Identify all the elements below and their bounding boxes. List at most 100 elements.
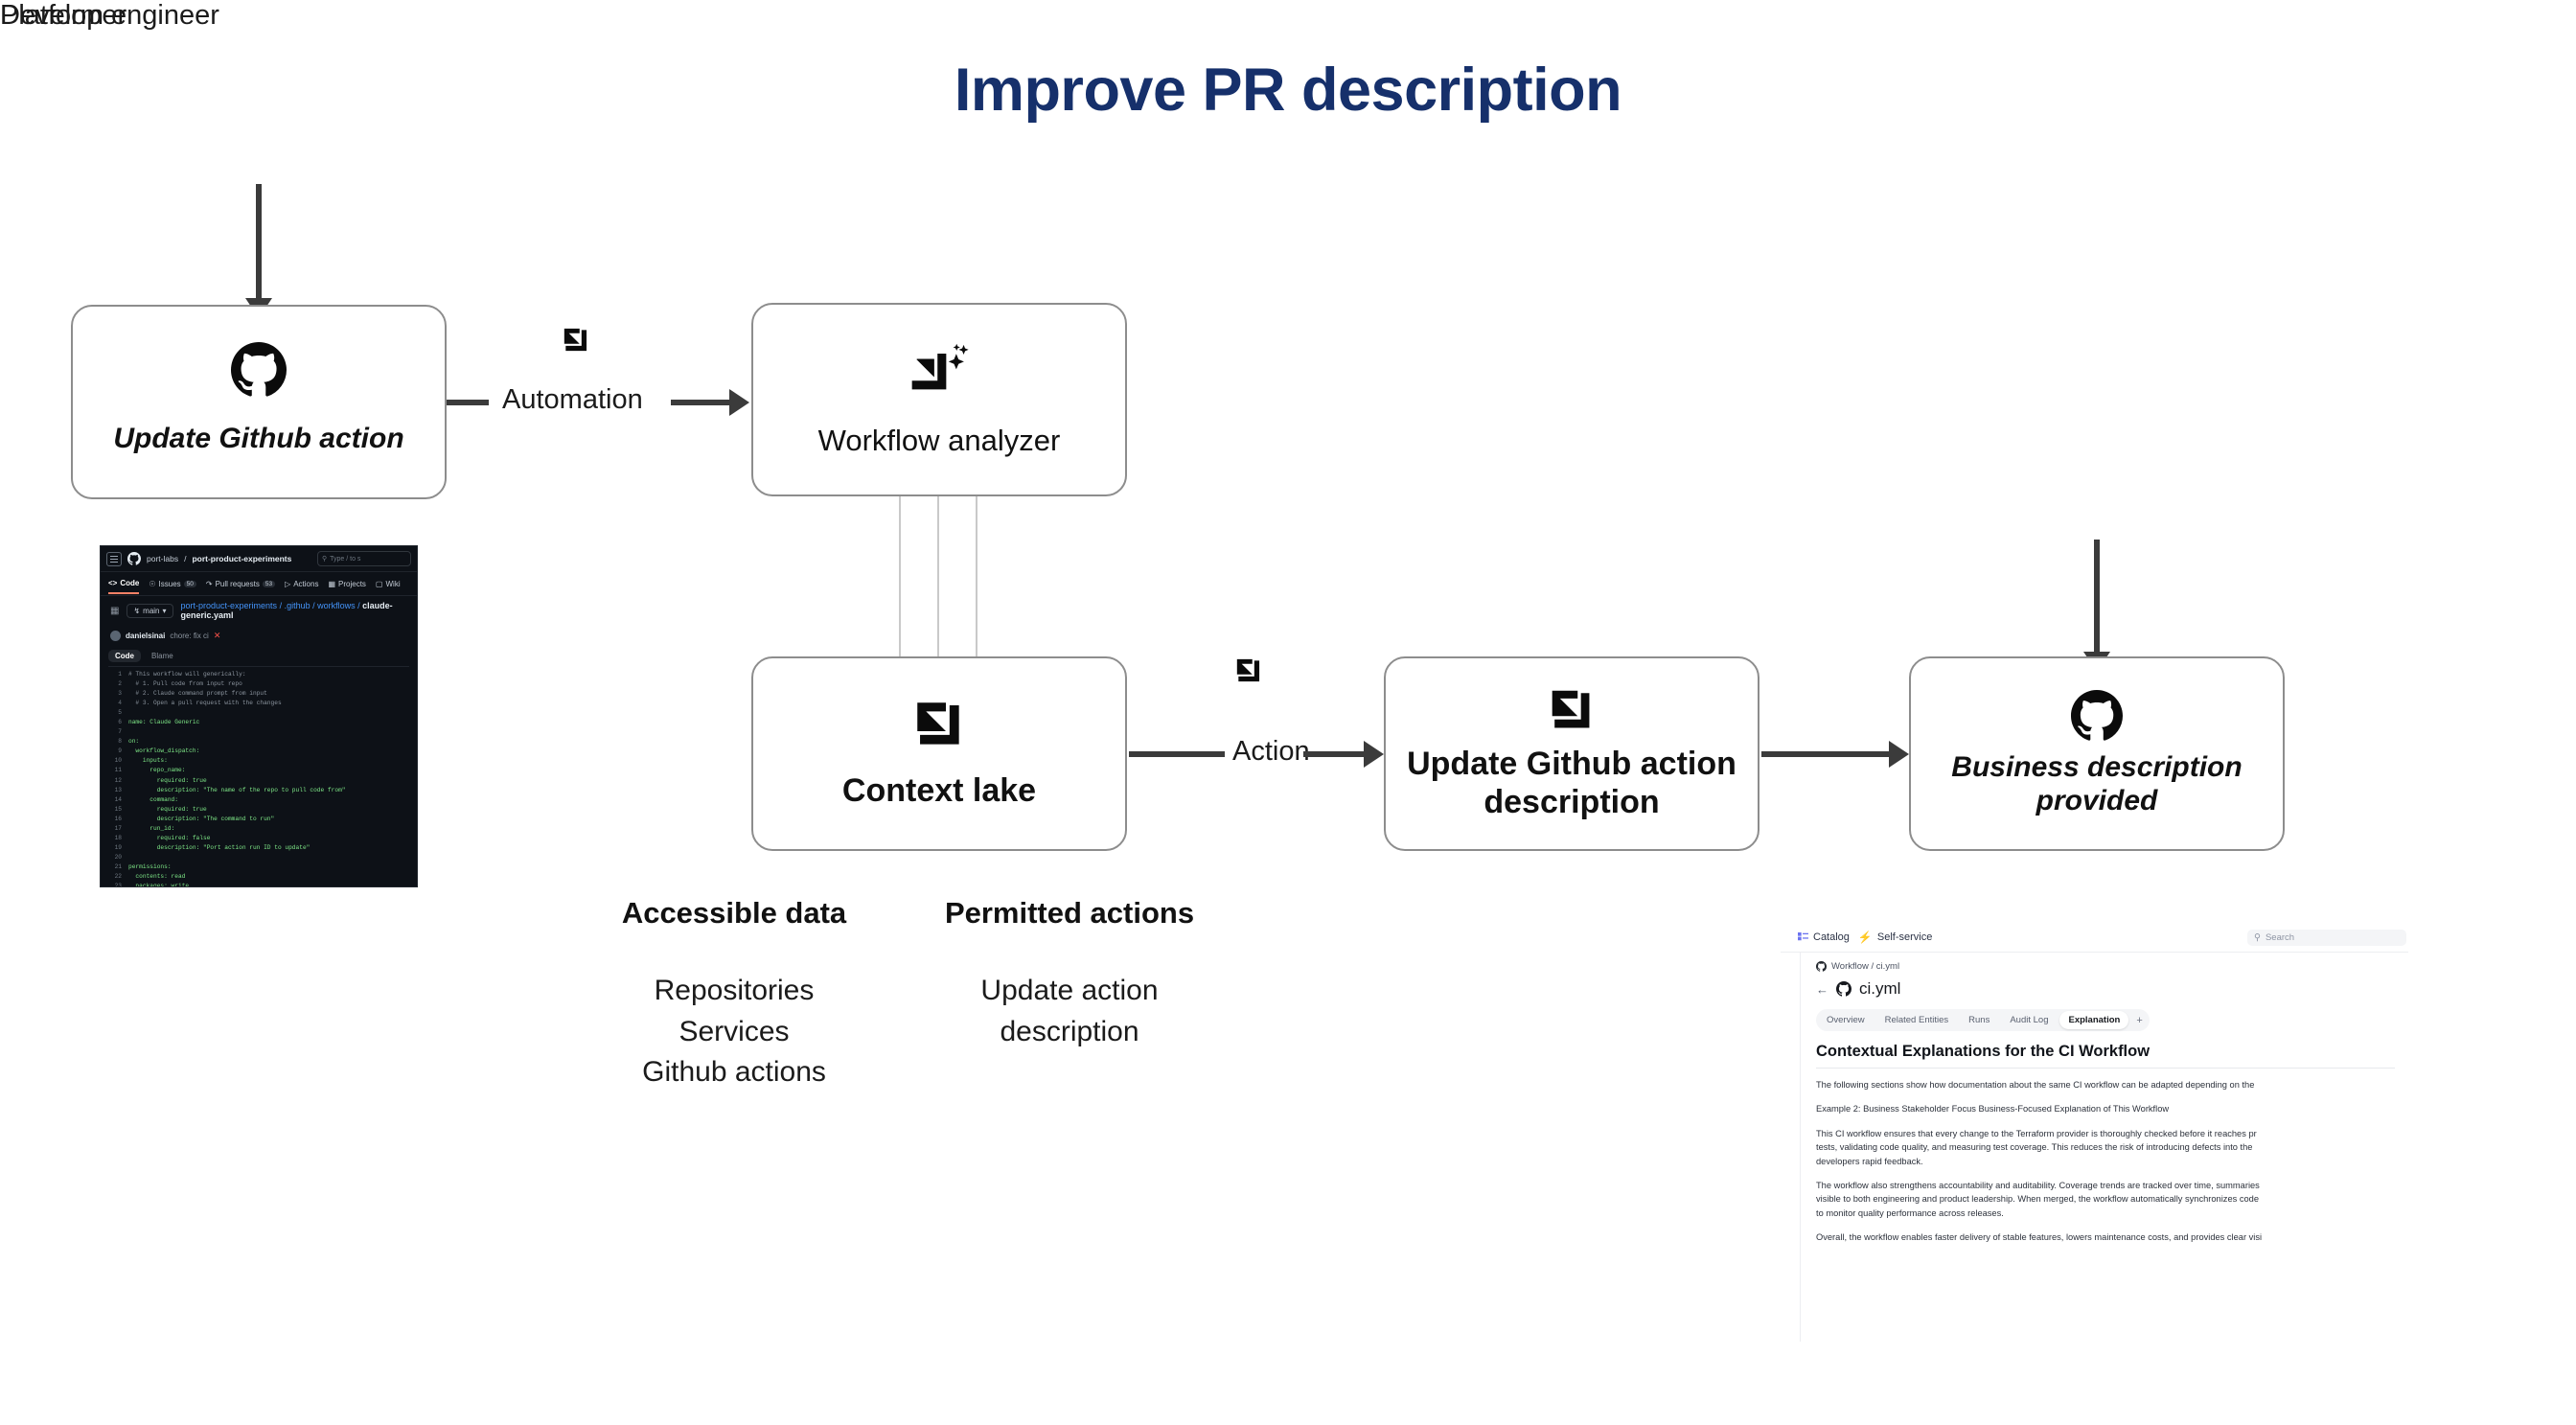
github-tab-label: Wiki (385, 579, 401, 588)
github-tab-label: Code (120, 578, 140, 587)
github-code-tab[interactable]: Code (108, 650, 141, 662)
code-line-number: 4 (118, 700, 122, 707)
code-line-number: 21 (114, 862, 122, 870)
port-icon (1234, 656, 1263, 685)
arrow-automation-left (447, 400, 489, 405)
github-blame-tab[interactable]: Blame (151, 652, 173, 660)
code-line: 9 workflow_dispatch: (108, 747, 409, 756)
port-icon (912, 698, 966, 751)
code-line-number: 22 (114, 872, 122, 880)
issue-icon: ☉ (149, 579, 156, 588)
paragraph: This CI workflow ensures that every chan… (1816, 1128, 2257, 1166)
port-nav-self-service[interactable]: ⚡ Self-service (1858, 931, 1932, 944)
github-commit-author[interactable]: danielsinai (126, 631, 166, 640)
node-business-description-provided[interactable]: Business description provided (1909, 656, 2285, 851)
code-line-number: 17 (114, 824, 122, 832)
port-screenshot: Catalog ⚡ Self-service ⚲ Search Workflow… (1781, 923, 2408, 1342)
node-context-lake[interactable]: Context lake (751, 656, 1127, 851)
github-tab-label: Actions (293, 579, 319, 588)
pr-icon: ↷ (205, 579, 213, 588)
node-update-github-action-description[interactable]: Update Github action description (1384, 656, 1760, 851)
github-path-repo[interactable]: port-product-experiments (180, 601, 278, 610)
port-entity-header: ← ci.yml (1816, 979, 2395, 999)
github-branch-selector[interactable]: ↯ main ▾ (126, 603, 173, 618)
back-arrow-icon[interactable]: ← (1816, 981, 1828, 997)
github-screenshot-thumbnail: port-labs / port-product-experiments ⚲ T… (101, 546, 417, 886)
port-search-input[interactable]: ⚲ Search (2247, 929, 2406, 946)
tab-explanation[interactable]: Explanation (2059, 1011, 2129, 1029)
code-line-number: 15 (114, 805, 122, 813)
code-line-text: permissions: (128, 862, 172, 870)
github-repo[interactable]: port-product-experiments (192, 554, 292, 563)
code-line: 1# This workflow will generically: (108, 670, 409, 679)
github-tab-count: 53 (262, 580, 276, 587)
github-topbar: port-labs / port-product-experiments ⚲ T… (101, 546, 417, 572)
code-line-number: 7 (118, 728, 122, 736)
github-org[interactable]: port-labs (147, 554, 179, 563)
port-nav-catalog[interactable]: Catalog (1798, 931, 1850, 943)
github-path-dirs[interactable]: / .github / workflows / (279, 601, 360, 610)
column-accessible-data: Accessible data Repositories Services Gi… (575, 896, 893, 1093)
paragraph: Overall, the workflow enables faster del… (1816, 1232, 2263, 1243)
edge-label-automation: Automation (502, 384, 643, 415)
port-body: Workflow / ci.yml ← ci.yml Overview Rela… (1781, 953, 2408, 1342)
github-search-placeholder: Type / to s (330, 555, 361, 563)
code-line: 21 permissions: (108, 862, 409, 872)
code-line: 20 (108, 853, 409, 862)
breadcrumb-text[interactable]: Workflow / ci.yml (1831, 961, 1900, 972)
tab-audit-log[interactable]: Audit Log (2010, 1015, 2049, 1025)
code-line-text: # 3. Open a pull request with the change… (128, 700, 282, 707)
github-tab-label: Issues (158, 579, 181, 588)
code-line: 7 (108, 727, 409, 737)
port-nav-label: Catalog (1813, 931, 1850, 943)
code-line-text: contents: read (128, 872, 186, 880)
column-item: Github actions (642, 1056, 826, 1089)
column-title: Permitted actions (944, 896, 1195, 930)
github-code-block: 1# This workflow will generically:2 # 1.… (108, 666, 409, 886)
add-tab-button[interactable]: + (2136, 1014, 2143, 1026)
port-side-rail (1781, 953, 1801, 1342)
code-line-text: required: true (128, 776, 207, 784)
port-icon (1548, 686, 1596, 734)
search-icon: ⚲ (322, 556, 328, 563)
code-line: 23 packages: write (108, 882, 409, 886)
github-tab-projects[interactable]: ▦ Projects (328, 580, 365, 588)
tab-related-entities[interactable]: Related Entities (1884, 1015, 1949, 1025)
github-icon (2071, 690, 2123, 742)
column-permitted-actions: Permitted actions Update action descript… (910, 896, 1229, 1052)
file-tree-toggle-icon[interactable]: ▦ (110, 605, 120, 616)
github-path-bar: ▦ ↯ main ▾ port-product-experiments / .g… (101, 596, 417, 625)
github-tab-actions[interactable]: ▷ Actions (285, 580, 318, 588)
github-search-input[interactable]: ⚲ Type / to s (317, 551, 411, 566)
code-line: 13 description: "The name of the repo to… (108, 786, 409, 795)
tab-runs[interactable]: Runs (1968, 1015, 1990, 1025)
code-line-text: repo_name: (128, 767, 186, 774)
code-line: 3 # 2. Claude command prompt from input (108, 689, 409, 699)
github-tab-label: Projects (338, 579, 366, 588)
code-line-text: packages: write (128, 883, 190, 886)
github-tab-pull-requests[interactable]: ↷ Pull requests 53 (205, 579, 276, 588)
code-line: 10 inputs: (108, 756, 409, 766)
tab-overview[interactable]: Overview (1827, 1015, 1865, 1025)
github-tab-label: Pull requests (215, 579, 260, 588)
ci-failed-icon[interactable]: ✕ (213, 630, 221, 640)
github-commit-row: danielsinai chore: fix ci ✕ (101, 625, 417, 646)
node-workflow-analyzer[interactable]: Workflow analyzer (751, 303, 1127, 496)
code-line: 5 (108, 708, 409, 718)
github-tab-issues[interactable]: ☉ Issues 50 (149, 580, 196, 588)
code-line: 19 description: "Port action run ID to u… (108, 843, 409, 853)
arrow-action-right (1303, 741, 1384, 768)
github-tab-code[interactable]: <> Code (108, 573, 140, 594)
arrow-action-left (1129, 751, 1225, 757)
code-line-text: description: "The command to run" (128, 815, 275, 822)
paragraph: Example 2: Business Stakeholder Focus Bu… (1816, 1104, 2170, 1115)
github-tab-wiki[interactable]: ▢ Wiki (376, 580, 401, 588)
node-update-github-action[interactable]: Update Github action (71, 305, 447, 499)
code-line-text: workflow_dispatch: (128, 747, 200, 755)
code-line-text: # 2. Claude command prompt from input (128, 690, 267, 698)
hamburger-icon[interactable] (106, 551, 122, 566)
code-line-number: 16 (114, 815, 122, 822)
code-line-text: name: Claude Generic (128, 719, 200, 726)
node-label: Update Github action (113, 423, 404, 455)
